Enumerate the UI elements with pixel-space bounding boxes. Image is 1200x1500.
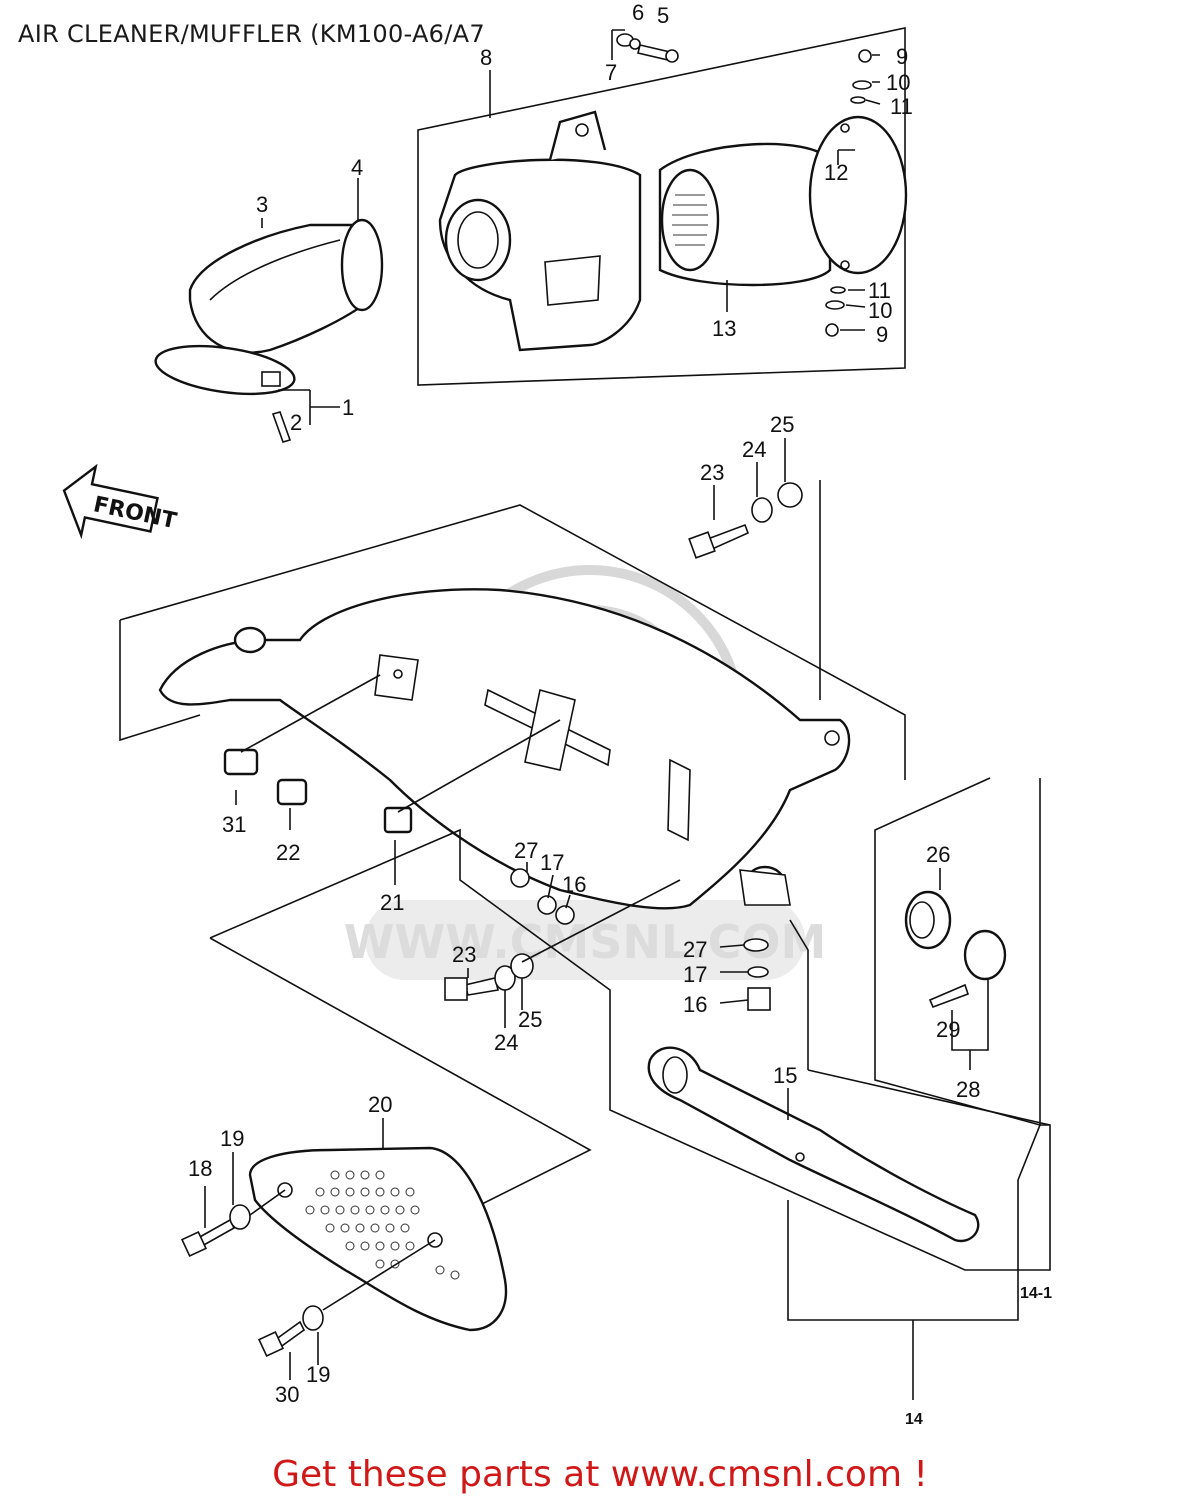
air-cleaner-housing	[438, 110, 642, 352]
filter-element	[658, 142, 832, 287]
callout-17-right: 17	[683, 962, 707, 987]
callout-14: 14	[905, 1411, 923, 1428]
callout-4: 4	[351, 155, 363, 180]
callout-7: 7	[605, 60, 617, 85]
callout-29: 29	[936, 1017, 960, 1042]
callout-labels: 1 2 3 4 5 6 7 8 9 10 11 12 13 11 10 9 23…	[188, 0, 1052, 1428]
callout-25-top: 25	[770, 412, 794, 437]
callout-16-mid: 16	[562, 872, 586, 897]
callout-16-right: 16	[683, 992, 707, 1017]
front-arrow: FRONT	[62, 463, 179, 540]
callout-6: 6	[632, 0, 644, 25]
callout-1: 1	[342, 395, 354, 420]
block-21	[383, 806, 413, 834]
footer-link-text[interactable]: Get these parts at www.cmsnl.com !	[272, 1454, 928, 1495]
callout-11-bottom: 11	[868, 278, 891, 303]
block-22	[276, 778, 308, 806]
air-cleaner-group	[417, 27, 908, 386]
callout-28: 28	[956, 1077, 980, 1102]
callout-9-top: 9	[896, 44, 908, 69]
callout-5: 5	[657, 3, 669, 28]
callout-26: 26	[926, 842, 950, 867]
callout-2: 2	[290, 410, 302, 435]
heat-shield	[180, 1118, 508, 1380]
callout-20: 20	[368, 1092, 392, 1117]
callout-3: 3	[256, 192, 268, 217]
callout-27-mid: 27	[514, 838, 538, 863]
callout-23-top: 23	[700, 460, 724, 485]
air-cleaner-cover	[808, 115, 908, 275]
callout-17-mid: 17	[540, 850, 564, 875]
callout-30: 30	[275, 1382, 299, 1407]
bolt-set-top	[616, 33, 679, 63]
tailpipe	[647, 1046, 980, 1243]
callout-19-top: 19	[220, 1126, 244, 1151]
callout-10-bottom: 10	[868, 298, 892, 323]
callout-10-top: 10	[886, 70, 910, 95]
callout-31: 31	[222, 812, 246, 837]
callout-24-bottom: 24	[494, 1030, 518, 1055]
intake-duct	[154, 178, 384, 443]
callout-8: 8	[480, 45, 492, 70]
callout-25-bottom: 25	[518, 1007, 542, 1032]
callout-21: 21	[380, 890, 404, 915]
callout-15: 15	[773, 1063, 797, 1088]
callout-19-bottom: 19	[306, 1362, 330, 1387]
page-title: AIR CLEANER/MUFFLER (KM100-A6/A7	[18, 20, 485, 48]
muffler-group	[119, 438, 1051, 1400]
callout-22: 22	[276, 840, 300, 865]
callout-9-bottom: 9	[876, 322, 888, 347]
parts-diagram: WWW.CMSNL.COM	[62, 0, 1052, 1428]
block-31	[223, 748, 259, 776]
callout-12: 12	[824, 160, 848, 185]
callout-18: 18	[188, 1156, 212, 1181]
spark-arrester	[904, 868, 1007, 1070]
heat-shield-holes	[305, 1170, 460, 1280]
callout-27-right: 27	[683, 937, 707, 962]
callout-13: 13	[712, 316, 736, 341]
callout-11-top: 11	[890, 94, 913, 119]
callout-23-bottom: 23	[452, 942, 476, 967]
callout-14-1: 14-1	[1020, 1285, 1052, 1302]
screws-cover	[825, 49, 872, 337]
callout-24-top: 24	[742, 437, 766, 462]
